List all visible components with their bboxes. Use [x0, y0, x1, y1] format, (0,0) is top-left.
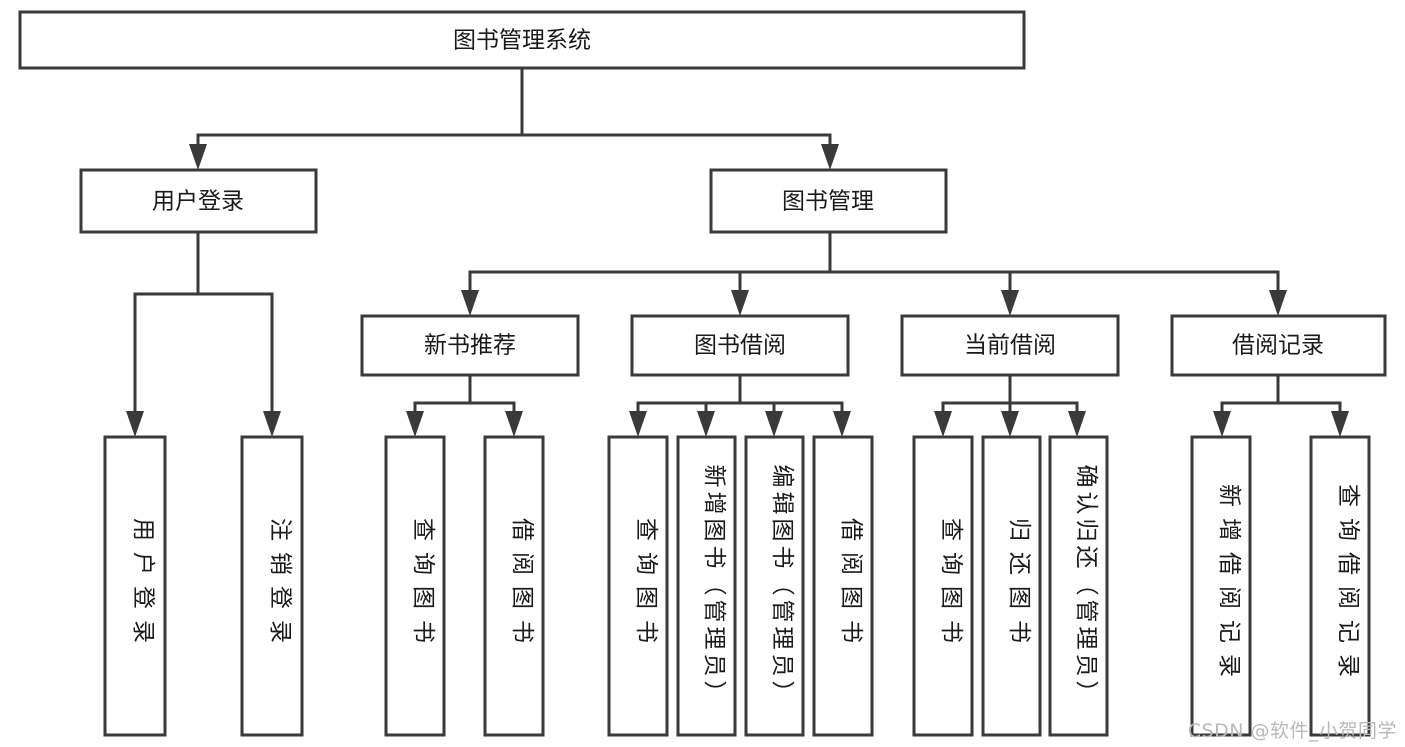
arrow-head-icon: [263, 411, 281, 437]
arrow-head-icon: [697, 411, 715, 437]
node-leaf-edit-book-label: 编辑图书（管理员）: [769, 465, 795, 708]
arrow-head-icon: [765, 411, 783, 437]
node-root-box[interactable]: [18, 10, 1026, 70]
connector-bookborrow-to-leaves: [629, 373, 851, 437]
node-leaf-borrow-book-1-label: 借阅图书: [509, 518, 535, 654]
node-leaf-query-book-1-label: 查询图书: [410, 518, 436, 654]
node-borrow-record[interactable]: 借阅记录: [1170, 314, 1387, 377]
node-leaf-add-record[interactable]: 新增借阅记录: [1190, 435, 1252, 737]
node-book-borrow-box[interactable]: [630, 314, 850, 377]
node-current-borrow[interactable]: 当前借阅: [900, 314, 1120, 377]
node-leaf-borrow-book-1-box[interactable]: [483, 435, 545, 737]
node-leaf-add-book-label: 新增图书（管理员）: [701, 465, 727, 708]
node-leaf-confirm-return-label: 确认归还（管理员）: [1073, 465, 1099, 708]
node-book-manage-box[interactable]: [709, 168, 948, 234]
node-leaf-add-book-box[interactable]: [676, 435, 737, 737]
node-leaf-query-book-2-label: 查询图书: [633, 518, 659, 654]
node-leaf-logout-box[interactable]: [240, 435, 304, 737]
arrow-head-icon: [629, 411, 647, 437]
connector-currentborrow-to-leaves: [934, 373, 1086, 437]
node-user-login-label: 用户登录: [152, 189, 244, 215]
node-leaf-query-book-1[interactable]: 查询图书: [384, 435, 446, 737]
node-leaf-query-record-box[interactable]: [1309, 435, 1371, 737]
node-leaf-query-record[interactable]: 查询借阅记录: [1309, 435, 1371, 737]
node-leaf-confirm-return[interactable]: 确认归还（管理员）: [1048, 435, 1109, 737]
node-root[interactable]: 图书管理系统: [18, 10, 1026, 70]
node-leaf-add-record-label: 新增借阅记录: [1216, 484, 1242, 688]
connector-newbook-to-leaves: [406, 373, 523, 437]
node-leaf-edit-book-box[interactable]: [744, 435, 805, 737]
arrow-head-icon: [461, 290, 479, 316]
arrow-head-icon: [189, 144, 207, 170]
node-leaf-query-book-3[interactable]: 查询图书: [912, 435, 974, 737]
node-leaf-query-book-3-label: 查询图书: [938, 518, 964, 654]
arrow-head-icon: [731, 290, 749, 316]
node-book-borrow-label: 图书借阅: [694, 333, 786, 359]
arrow-head-icon: [406, 411, 424, 437]
node-leaf-return-book-box[interactable]: [981, 435, 1042, 737]
arrow-head-icon: [934, 411, 952, 437]
node-current-borrow-box[interactable]: [900, 314, 1120, 377]
node-leaf-logout[interactable]: 注销登录: [240, 435, 304, 737]
node-leaf-user-login-label: 用户登录: [130, 518, 156, 654]
node-current-borrow-label: 当前借阅: [964, 333, 1056, 359]
node-leaf-add-book[interactable]: 新增图书（管理员）: [676, 435, 737, 737]
arrow-head-icon: [1269, 290, 1287, 316]
node-leaf-borrow-book-2-label: 借阅图书: [838, 518, 864, 654]
arrow-head-icon: [1001, 411, 1019, 437]
node-leaf-return-book-label: 归还图书: [1006, 518, 1032, 654]
node-leaf-logout-label: 注销登录: [267, 518, 293, 654]
node-new-book-recommend-label: 新书推荐: [424, 333, 516, 359]
node-leaf-query-book-2[interactable]: 查询图书: [607, 435, 669, 737]
connector-borrowrecord-to-leaves: [1213, 373, 1349, 437]
arrow-head-icon: [821, 144, 839, 170]
node-user-login-box[interactable]: [79, 168, 318, 234]
node-root-label: 图书管理系统: [453, 28, 591, 54]
connector-bookmanage-to-level3: [461, 230, 1287, 316]
node-leaf-borrow-book-2-box[interactable]: [812, 435, 874, 737]
node-book-manage[interactable]: 图书管理: [709, 168, 948, 234]
node-new-book-recommend-box[interactable]: [360, 314, 580, 377]
node-leaf-borrow-book-2[interactable]: 借阅图书: [812, 435, 874, 737]
node-borrow-record-box[interactable]: [1170, 314, 1387, 377]
node-user-login[interactable]: 用户登录: [79, 168, 318, 234]
node-leaf-query-book-3-box[interactable]: [912, 435, 974, 737]
arrow-head-icon: [126, 411, 144, 437]
node-leaf-return-book[interactable]: 归还图书: [981, 435, 1042, 737]
arrow-head-icon: [505, 411, 523, 437]
node-leaf-query-book-2-box[interactable]: [607, 435, 669, 737]
node-leaf-add-record-box[interactable]: [1190, 435, 1252, 737]
node-new-book-recommend[interactable]: 新书推荐: [360, 314, 580, 377]
node-leaf-query-record-label: 查询借阅记录: [1335, 484, 1361, 688]
connector-root-to-level2: [189, 66, 839, 170]
node-book-borrow[interactable]: 图书借阅: [630, 314, 850, 377]
arrow-head-icon: [1001, 290, 1019, 316]
node-leaf-confirm-return-box[interactable]: [1048, 435, 1109, 737]
node-leaf-user-login[interactable]: 用户登录: [103, 435, 167, 737]
arrow-head-icon: [1213, 411, 1231, 437]
node-leaf-edit-book[interactable]: 编辑图书（管理员）: [744, 435, 805, 737]
arrow-head-icon: [833, 411, 851, 437]
node-leaf-user-login-box[interactable]: [103, 435, 167, 737]
connector-userlogin-to-leaves: [126, 230, 281, 437]
arrow-head-icon: [1068, 411, 1086, 437]
arrow-head-icon: [1331, 411, 1349, 437]
node-borrow-record-label: 借阅记录: [1232, 333, 1324, 359]
node-leaf-query-book-1-box[interactable]: [384, 435, 446, 737]
node-book-manage-label: 图书管理: [782, 189, 874, 215]
node-leaf-borrow-book-1[interactable]: 借阅图书: [483, 435, 545, 737]
